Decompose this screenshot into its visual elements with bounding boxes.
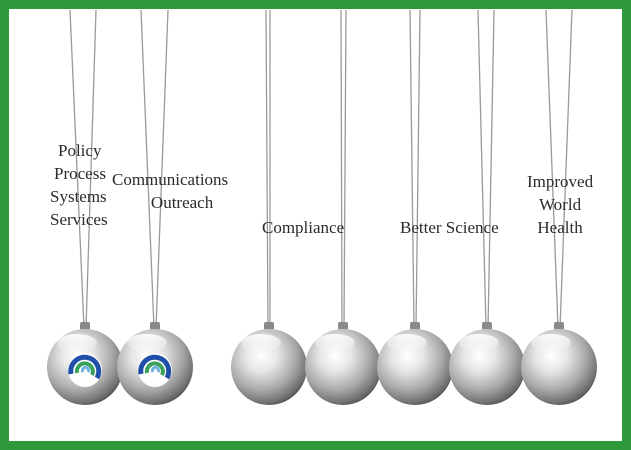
ball-5 xyxy=(377,322,453,405)
label-line: Improved xyxy=(527,172,594,191)
label-line: Outreach xyxy=(150,193,214,212)
label-line: World xyxy=(539,195,582,214)
label-line: Services xyxy=(50,210,108,229)
label-compliance: Compliance xyxy=(262,216,344,239)
label-improved-health: Improved World Health xyxy=(527,170,593,239)
label-line: Better Science xyxy=(400,218,499,237)
ball-6 xyxy=(449,322,525,405)
label-better-science: Better Science xyxy=(400,216,499,239)
label-line: Communications xyxy=(112,170,229,189)
label-line: Process xyxy=(54,164,106,183)
ball-4 xyxy=(305,322,381,405)
ball-7 xyxy=(521,322,597,405)
label-policy-group: Policy Process Systems Services xyxy=(50,139,108,231)
pendulum-strings xyxy=(69,9,573,329)
ball-3 xyxy=(231,322,307,405)
swirl-logo-icon xyxy=(138,353,172,387)
label-line: Compliance xyxy=(262,218,345,237)
swirl-logo-icon xyxy=(68,353,102,387)
label-line: Health xyxy=(537,218,583,237)
label-communications-group: Communications Outreach xyxy=(112,168,228,214)
label-line: Systems xyxy=(50,187,107,206)
label-line: Policy xyxy=(58,141,102,160)
